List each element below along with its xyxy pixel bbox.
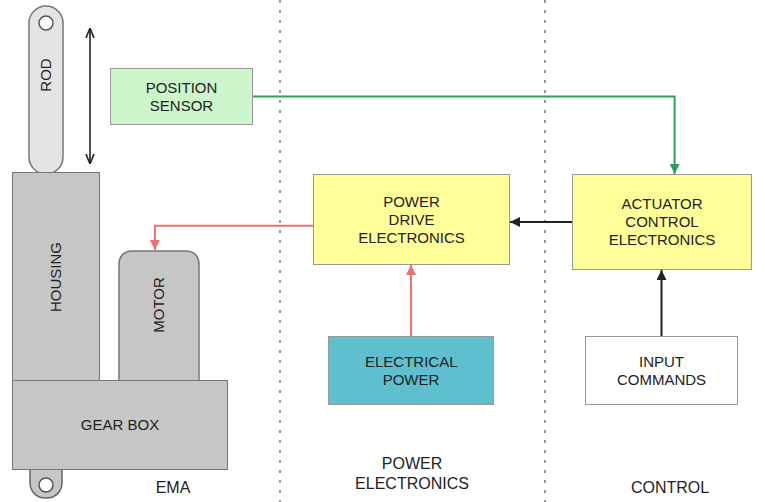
section-label: EMA [156,478,191,498]
signal-arrow [661,270,663,336]
node-text: MOTOR [150,277,168,333]
divider-line [279,0,281,502]
signal-arrow [253,97,675,175]
section-label: CONTROL [631,478,709,498]
divider-line [544,0,546,502]
input-box: INPUT COMMANDS [585,336,738,405]
signal-arrow [510,221,572,223]
node-text: ROD [37,58,55,91]
actuator-housing: HOUSING [12,172,100,382]
motor-shape [119,251,199,384]
gear-box: GEAR BOX [12,380,228,470]
node-text: ELECTRICAL POWER [365,353,457,389]
node-text: POSITION SENSOR [146,79,218,115]
node-text: ACTUATOR CONTROL ELECTRONICS [609,195,716,249]
mounting-hole [39,478,53,492]
node-text: HOUSING [47,242,65,312]
sensor-box: POSITION SENSOR [110,68,253,125]
signal-arrow [155,226,313,250]
node-text: GEAR BOX [81,416,159,434]
node-text: POWER DRIVE ELECTRONICS [358,193,465,247]
power-source-box: ELECTRICAL POWER [328,336,494,405]
stroke-arrow [89,28,91,164]
section-label: POWER ELECTRONICS [355,454,469,494]
rod-shape [29,6,63,174]
rod-eye [39,16,53,30]
process-box: ACTUATOR CONTROL ELECTRONICS [572,174,752,270]
node-text: INPUT COMMANDS [617,353,706,389]
actuator-rod: ROD [28,5,64,175]
process-box: POWER DRIVE ELECTRONICS [313,174,510,265]
signal-arrow [410,265,412,336]
motor-body: MOTOR [118,250,200,385]
